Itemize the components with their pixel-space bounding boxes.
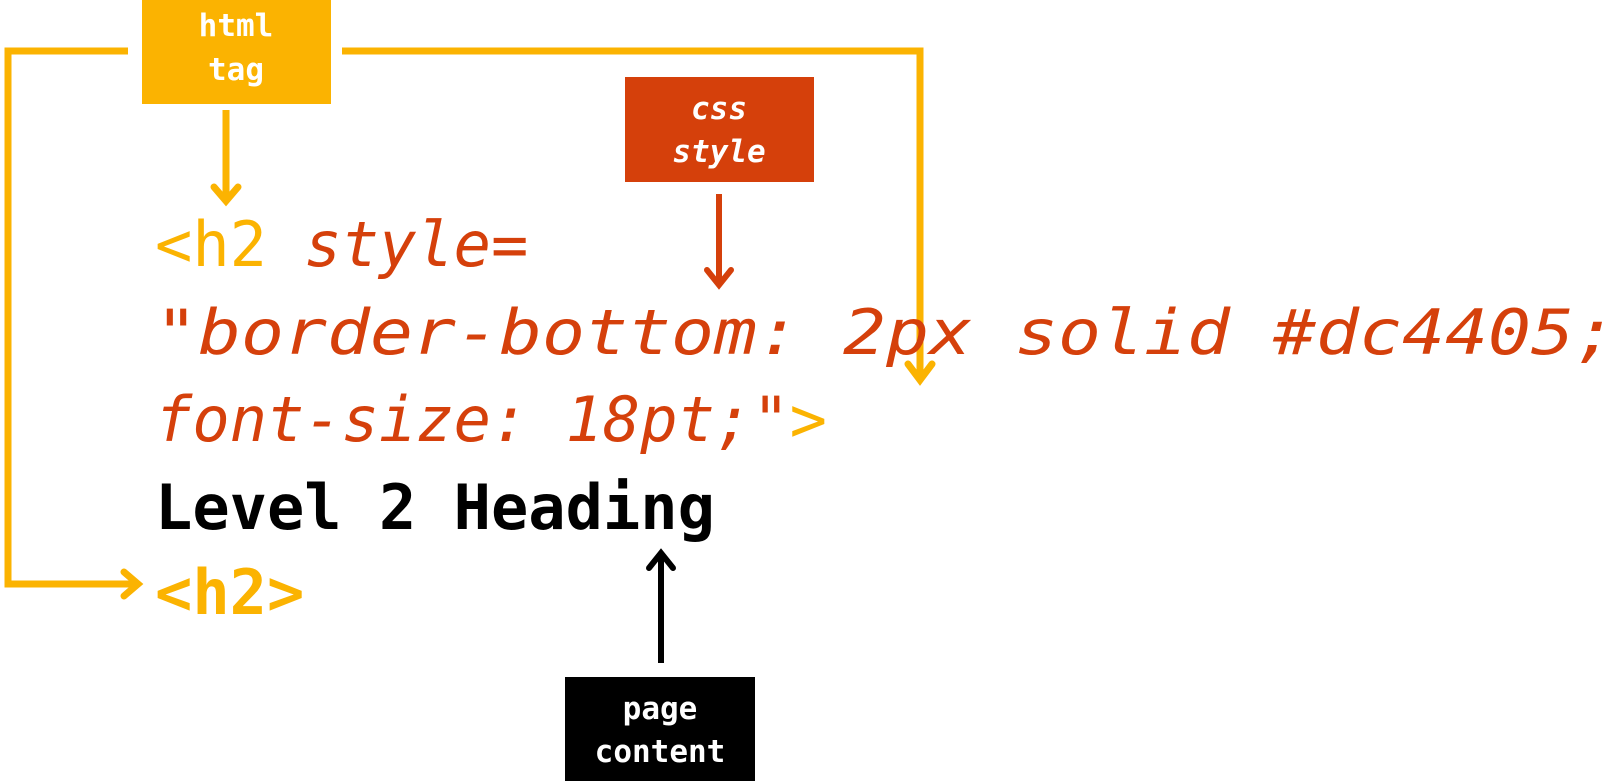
style-attribute: style= bbox=[267, 208, 528, 281]
style-font-size: font-size: 18pt;" bbox=[155, 383, 790, 456]
code-line-3: font-size: 18pt;"> bbox=[155, 383, 827, 456]
page-content-box: page content bbox=[565, 677, 755, 781]
closing-tag: <h2> bbox=[155, 556, 304, 629]
css-style-down-arrow bbox=[704, 194, 734, 290]
code-line-2-style: "border-bottom: 2px solid #dc4405; bbox=[155, 296, 1617, 369]
html-tag-down-arrow bbox=[210, 110, 242, 207]
page-content-label-line2: content bbox=[595, 734, 726, 770]
html-tag-right-connector bbox=[342, 47, 936, 386]
opening-tag-start: <h2 bbox=[155, 208, 267, 281]
html-tag-label-line2: tag bbox=[208, 52, 264, 88]
code-line-1: <h2 style= bbox=[155, 208, 528, 281]
opening-tag-end: > bbox=[790, 383, 827, 456]
css-style-label-line1: css bbox=[691, 91, 747, 127]
heading-content: Level 2 Heading bbox=[155, 471, 715, 544]
html-tag-box: html tag bbox=[142, 0, 331, 104]
css-style-label-line2: style bbox=[672, 134, 765, 170]
page-content-label-line1: page bbox=[623, 691, 698, 727]
html-tag-label-line1: html bbox=[199, 8, 274, 44]
page-content-up-arrow bbox=[646, 548, 676, 663]
html-tag-left-connector bbox=[4, 47, 144, 600]
css-style-box: css style bbox=[625, 77, 814, 182]
